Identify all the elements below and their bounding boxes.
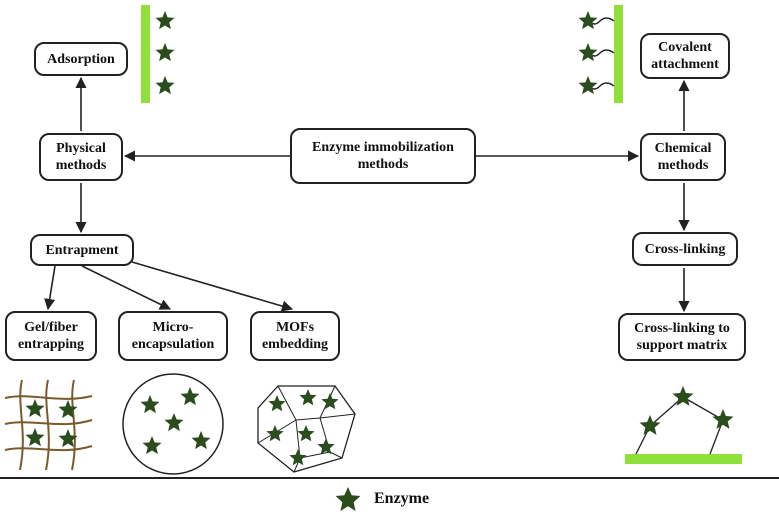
fiber-line [4, 395, 93, 400]
mof-edge [295, 419, 301, 459]
center-node: Enzyme immobilization methods [290, 128, 476, 184]
mof-edge [319, 413, 356, 419]
enzyme-star-icon [321, 393, 339, 410]
physical-methods-node: Physical methods [39, 133, 123, 181]
micro-encapsulation-node: Micro- encapsulation [118, 311, 228, 361]
cross-linking-support-node: Cross-linking to support matrix [618, 313, 746, 361]
enzyme-star-icon [639, 415, 661, 435]
enzyme-star-icon [155, 43, 175, 62]
enzyme-star-icon [672, 386, 694, 406]
mof-edge [295, 417, 321, 421]
enzyme-star-icon [299, 389, 317, 406]
covalent-attachment-node: Covalent attachment [640, 33, 730, 79]
connector-arrow [131, 261, 294, 312]
support-bar [614, 5, 623, 103]
mofs-embedding-node: MOFs embedding [250, 311, 340, 361]
enzyme-star-icon [140, 395, 160, 414]
connectors [44, 76, 690, 313]
mof-edge [329, 451, 343, 459]
gel-fiber-entrapping-node: Gel/fiber entrapping [5, 311, 97, 361]
enzyme-star-icon [289, 449, 307, 466]
enzyme-star-icon [25, 399, 45, 418]
fiber-line [4, 445, 93, 452]
illustrations [0, 5, 779, 479]
enzyme-star-icon [712, 409, 734, 429]
connector-arrow [44, 265, 56, 311]
enzyme-star-icon [164, 413, 184, 432]
enzyme-star-icon [268, 395, 286, 412]
crosslink-line [682, 396, 724, 421]
enzyme-star-icon [191, 431, 211, 450]
enzyme-star-icon [25, 428, 45, 447]
adsorption-node: Adsorption [34, 42, 128, 76]
connector-arrow [81, 265, 172, 310]
entrapment-node: Entrapment [30, 234, 134, 266]
enzyme-star-icon [155, 76, 175, 95]
support-matrix-bar [625, 454, 742, 464]
fiber-line [19, 379, 24, 471]
enzyme-star-icon [180, 387, 200, 406]
cross-linking-node: Cross-linking [632, 232, 738, 266]
enzyme-star-icon [142, 436, 162, 455]
fiber-line [71, 379, 76, 471]
enzyme-star-icon [58, 400, 78, 419]
enzyme-star-icon [578, 11, 598, 30]
enzyme-star-icon [578, 76, 598, 95]
enzyme-star-icon [58, 429, 78, 448]
enzyme-star-icon [266, 425, 284, 442]
enzyme-star-icon [578, 43, 598, 62]
enzyme-star-icon [155, 11, 175, 30]
fiber-line [45, 379, 50, 471]
chemical-methods-node: Chemical methods [640, 133, 726, 181]
mof-edge [299, 451, 331, 459]
mof-edge [277, 385, 297, 421]
legend-label: Enzyme [374, 490, 430, 507]
enzyme-star-icon [297, 425, 315, 442]
enzyme-star-icon [317, 438, 335, 455]
support-bar [141, 5, 150, 103]
star-icon [335, 487, 361, 511]
fiber-line [4, 419, 93, 426]
